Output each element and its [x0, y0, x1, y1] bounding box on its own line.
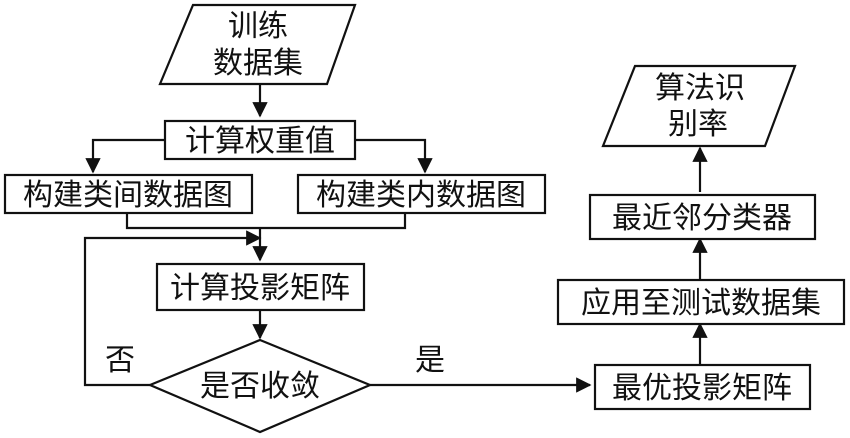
edge-yes-label: 是 — [415, 343, 445, 378]
node-apply-test-label: 应用至测试数据集 — [581, 286, 821, 321]
node-converged-label: 是否收敛 — [200, 369, 320, 404]
node-between-class-graph-label: 构建类间数据图 — [23, 178, 233, 213]
edge-weights-to-within — [355, 138, 433, 174]
node-recognition-rate-line1: 算法识 — [655, 71, 745, 106]
node-nn-classifier: 最近邻分类器 — [588, 193, 817, 241]
node-within-class-graph-label: 构建类内数据图 — [316, 178, 526, 213]
node-optimal-projection-label: 最优投影矩阵 — [612, 371, 792, 406]
node-recognition-rate-line2: 别率 — [668, 107, 728, 142]
node-apply-test: 应用至测试数据集 — [556, 278, 846, 326]
edge-no-label: 否 — [105, 343, 135, 378]
edge-within-merge — [260, 213, 407, 230]
node-between-class-graph: 构建类间数据图 — [3, 173, 254, 215]
node-compute-weights-label: 计算权重值 — [185, 124, 335, 159]
edge-between-merge — [125, 213, 260, 230]
edge-weights-to-between — [85, 138, 165, 174]
node-converged-decision: 是否收敛 — [147, 338, 373, 434]
node-optimal-projection: 最优投影矩阵 — [593, 363, 812, 411]
node-recognition-rate: 算法识 别率 — [601, 64, 797, 148]
edge-decision-no-loop — [83, 230, 262, 387]
node-compute-weights: 计算权重值 — [163, 119, 357, 161]
node-within-class-graph: 构建类内数据图 — [296, 173, 547, 215]
node-compute-projection-label: 计算投影矩阵 — [170, 271, 350, 306]
node-train-data: 训练 数据集 — [158, 3, 357, 86]
node-train-data-line2: 数据集 — [213, 46, 303, 81]
node-train-data-line1: 训练 — [228, 9, 288, 44]
node-compute-projection: 计算投影矩阵 — [155, 262, 366, 312]
node-nn-classifier-label: 最近邻分类器 — [612, 201, 792, 236]
